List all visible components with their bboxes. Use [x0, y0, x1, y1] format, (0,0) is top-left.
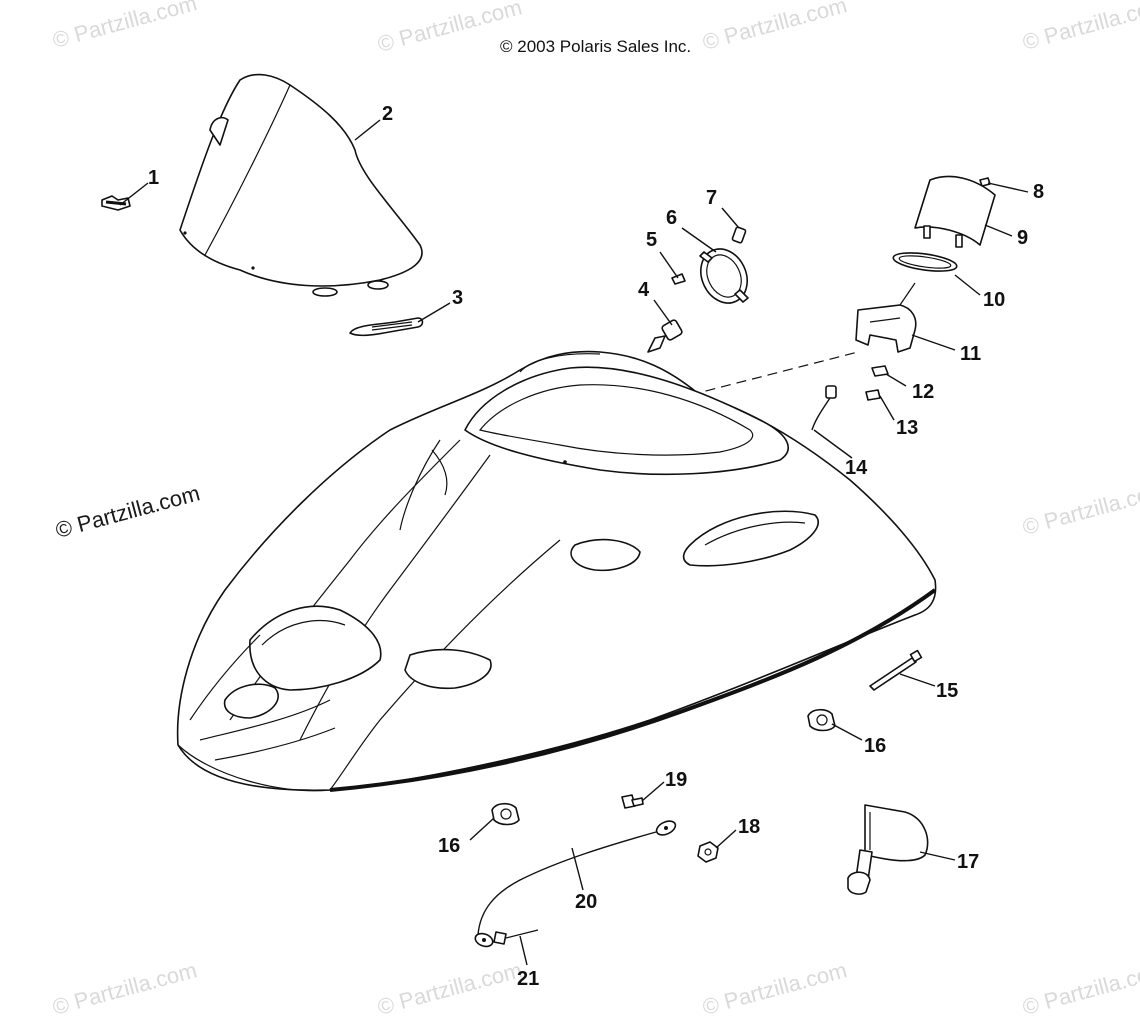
gauge-housing — [914, 175, 996, 248]
watermark: © Partzilla.com — [50, 0, 200, 53]
callout-20: 20 — [575, 891, 597, 913]
callout-12: 12 — [912, 381, 934, 403]
rivet — [493, 929, 539, 945]
callout-2: 2 — [382, 103, 393, 125]
watermark: © Partzilla.com — [1020, 0, 1140, 55]
callout-9: 9 — [1017, 227, 1028, 249]
watermark: © Partzilla.com — [1020, 957, 1140, 1020]
callout-19: 19 — [665, 769, 687, 791]
connector — [647, 319, 683, 353]
watermark: © Partzilla.com — [50, 957, 200, 1020]
pin — [731, 226, 747, 244]
callout-10: 10 — [983, 289, 1005, 311]
mirror — [847, 804, 929, 895]
watermark: © Partzilla.com — [375, 957, 525, 1020]
callout-3: 3 — [452, 287, 463, 309]
strap — [349, 317, 424, 337]
callout-5: 5 — [646, 229, 657, 251]
callout-6: 6 — [666, 207, 677, 229]
callout-14: 14 — [845, 457, 868, 479]
callouts: 1 2 3 4 5 6 7 8 9 10 11 12 13 14 15 16 1… — [148, 103, 1044, 990]
callout-13: 13 — [896, 417, 918, 439]
callout-4: 4 — [638, 279, 650, 301]
callout-1: 1 — [148, 167, 159, 189]
ring-bracket — [699, 248, 749, 304]
callout-21: 21 — [517, 968, 539, 990]
watermark-dark: © Partzilla.com — [53, 480, 203, 543]
callout-18: 18 — [738, 816, 760, 838]
fastener — [101, 195, 131, 211]
fitting — [871, 365, 889, 377]
bolt — [621, 794, 644, 809]
grommet-right — [807, 708, 836, 732]
callout-16-right: 16 — [864, 735, 886, 757]
windshield — [179, 73, 423, 297]
clip — [671, 273, 686, 285]
callout-15: 15 — [936, 680, 958, 702]
copyright-text: © 2003 Polaris Sales Inc. — [500, 37, 691, 56]
nut — [865, 389, 881, 401]
gauge-mount — [855, 304, 917, 353]
callout-16-left: 16 — [438, 835, 460, 857]
callout-8: 8 — [1033, 181, 1044, 203]
callout-11: 11 — [960, 343, 981, 365]
callout-17: 17 — [957, 851, 979, 873]
callout-7: 7 — [706, 187, 717, 209]
grommet-left — [491, 802, 520, 826]
lens-gasket — [892, 252, 958, 272]
hex-nut — [697, 841, 719, 863]
hood-body — [176, 350, 937, 792]
tie-strap — [869, 649, 923, 691]
sensor — [811, 385, 837, 431]
watermark: © Partzilla.com — [700, 0, 850, 55]
watermark: © Partzilla.com — [700, 957, 850, 1020]
tether-cable — [474, 820, 677, 948]
watermark: © Partzilla.com — [1020, 477, 1140, 540]
leader-lines — [119, 119, 1029, 966]
